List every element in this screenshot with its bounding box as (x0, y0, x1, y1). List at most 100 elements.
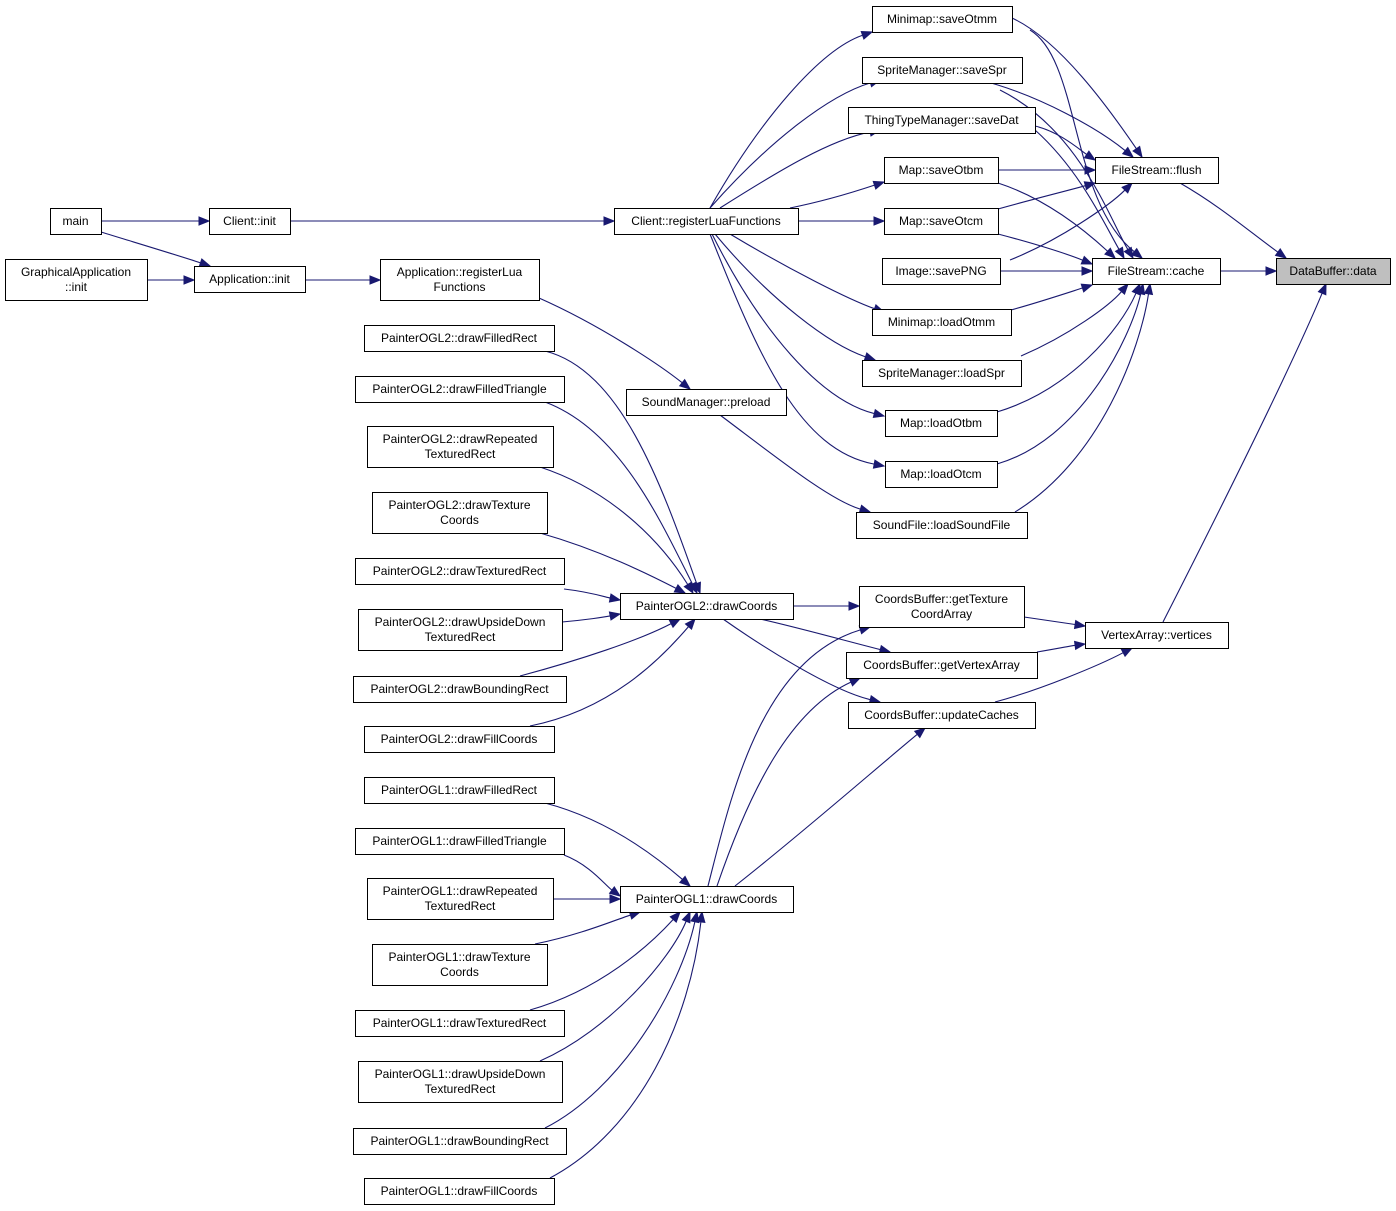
node-box (846, 652, 1038, 679)
edge-line (544, 401, 693, 585)
node-box (358, 1061, 563, 1103)
edge-line (709, 82, 871, 209)
node-o2FC[interactable]: PainterOGL2::drawFillCoords (364, 726, 555, 753)
node-gfxInit[interactable]: GraphicalApplication::init (5, 259, 148, 301)
edge-line (994, 652, 1124, 703)
arrow-head-icon (608, 885, 622, 897)
edge-line (1014, 293, 1150, 513)
node-saveOtcm[interactable]: Map::saveOtcm (884, 208, 999, 235)
arrow-head-icon (183, 275, 196, 285)
edge-line (759, 618, 881, 651)
node-appReg[interactable]: Application::registerLuaFunctions (380, 259, 540, 301)
node-box (364, 1178, 555, 1205)
arrow-head-icon (1132, 145, 1143, 159)
node-o2TR[interactable]: PainterOGL2::drawTexturedRect (355, 558, 565, 585)
node-ogl2Coords[interactable]: PainterOGL2::drawCoords (620, 593, 794, 620)
edge-o1UD-to-ogl1Coords (539, 910, 691, 1062)
node-label: Image::savePNG (895, 264, 986, 278)
node-box (209, 208, 291, 235)
arrow-head-icon (1073, 619, 1087, 630)
node-ogl1Coords[interactable]: PainterOGL1::drawCoords (620, 886, 794, 913)
edge-o2FR-to-ogl2Coords (544, 350, 701, 595)
node-cache[interactable]: FileStream::cache (1092, 258, 1221, 285)
edge-regLua-to-loadSpr (714, 233, 877, 362)
arrow-head-icon (1120, 647, 1134, 658)
node-savePNG[interactable]: Image::savePNG (882, 258, 1001, 285)
graph-nodes: DataBuffer::data FileStream::flushFileStr… (5, 6, 1391, 1205)
node-updCaches[interactable]: CoordsBuffer::updateCaches (848, 702, 1036, 729)
node-saveOtbm[interactable]: Map::saveOtbm (884, 157, 999, 184)
arrow-head-icon (1274, 248, 1288, 259)
edge-line (538, 297, 683, 384)
node-o2FR[interactable]: PainterOGL2::drawFilledRect (364, 325, 555, 352)
node-label: Map::saveOtbm (899, 163, 984, 177)
node-label: TexturedRect (425, 899, 496, 913)
node-box (367, 878, 554, 920)
edge-o2TR-to-ogl2Coords (563, 588, 622, 603)
node-loadSoundFile[interactable]: SoundFile::loadSoundFile (856, 512, 1028, 539)
edge-line (1029, 29, 1135, 253)
node-box (859, 586, 1025, 628)
node-label: TexturedRect (425, 1082, 496, 1096)
edge-line (719, 414, 861, 510)
node-o1FC[interactable]: PainterOGL1::drawFillCoords (364, 1178, 555, 1205)
node-label: PainterOGL2::drawTexture (388, 498, 530, 512)
node-vertices[interactable]: VertexArray::vertices (1085, 622, 1229, 649)
edge-gfxInit-to-appInit (147, 275, 196, 285)
arrow-head-icon (863, 352, 877, 362)
node-o2FT[interactable]: PainterOGL2::drawFilledTriangle (355, 376, 565, 403)
arrow-head-icon (678, 378, 692, 390)
node-label: FileStream::cache (1108, 264, 1205, 278)
edge-line (549, 921, 702, 1179)
node-o2BR[interactable]: PainterOGL2::drawBoundingRect (353, 676, 567, 703)
node-saveDat[interactable]: ThingTypeManager::saveDat (848, 107, 1036, 134)
edge-ogl1Coords-to-getTex (707, 625, 872, 887)
node-getVert[interactable]: CoordsBuffer::getVertexArray (846, 652, 1038, 679)
node-loadOtmm[interactable]: Minimap::loadOtmm (872, 309, 1012, 336)
edge-ogl1Coords-to-getVert (716, 677, 862, 887)
edge-line (707, 629, 861, 887)
node-label: PainterOGL2::drawFilledRect (381, 331, 538, 345)
node-label: SpriteManager::loadSpr (878, 366, 1005, 380)
node-box (364, 325, 555, 352)
edge-loadOtmm-to-cache (1010, 283, 1094, 311)
edge-ogl1Coords-to-updCaches (734, 727, 927, 887)
edge-o1BR-to-ogl1Coords (544, 910, 700, 1129)
node-o1TR[interactable]: PainterOGL1::drawTexturedRect (355, 1010, 565, 1037)
node-flush[interactable]: FileStream::flush (1095, 157, 1219, 184)
arrow-head-icon (1114, 246, 1125, 260)
arrow-head-icon (1265, 266, 1278, 276)
edge-line (561, 615, 611, 623)
node-label: GraphicalApplication (21, 265, 131, 279)
node-box (353, 1128, 567, 1155)
node-data[interactable]: DataBuffer::data (1276, 258, 1391, 285)
node-preload[interactable]: SoundManager::preload (626, 389, 787, 416)
node-regLua[interactable]: Client::registerLuaFunctions (614, 208, 799, 235)
node-loadSpr[interactable]: SpriteManager::loadSpr (862, 360, 1022, 387)
node-o1BR[interactable]: PainterOGL1::drawBoundingRect (353, 1128, 567, 1155)
node-o1FT[interactable]: PainterOGL1::drawFilledTriangle (355, 828, 565, 855)
edge-o2RTR-to-ogl2Coords (539, 466, 694, 595)
node-clientInit[interactable]: Client::init (209, 208, 291, 235)
node-loadOtbm[interactable]: Map::loadOtbm (885, 410, 998, 437)
edge-line (563, 854, 613, 891)
node-saveSpr[interactable]: SpriteManager::saveSpr (862, 57, 1023, 84)
edge-cache-to-data (1219, 266, 1278, 276)
edge-regLua-to-loadOtmm (729, 233, 886, 313)
edge-line (709, 34, 863, 209)
arrow-head-icon (603, 216, 616, 226)
edge-appInit-to-appReg (305, 275, 382, 285)
node-saveOtmm[interactable]: Minimap::saveOtmm (872, 6, 1013, 33)
node-loadOtcm[interactable]: Map::loadOtcm (885, 461, 998, 488)
node-main[interactable]: main (50, 208, 102, 235)
node-o1FR[interactable]: PainterOGL1::drawFilledRect (364, 777, 555, 804)
edge-line (996, 293, 1142, 465)
node-appInit[interactable]: Application::init (194, 266, 306, 293)
